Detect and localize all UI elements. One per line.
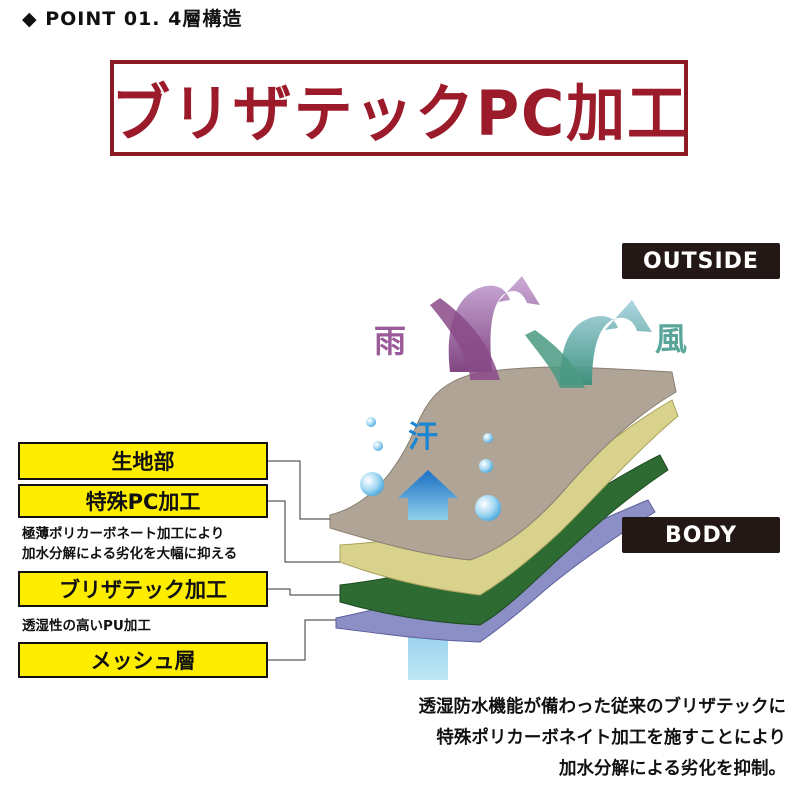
leader-line-mesh — [268, 619, 336, 661]
point-heading: ◆ POINT 01. 4層構造 — [22, 8, 243, 30]
droplet — [373, 441, 383, 451]
droplet — [475, 495, 501, 521]
rain-wave — [430, 298, 500, 380]
layer-label-mesh: メッシュ層 — [18, 642, 268, 678]
outside-tag: OUTSIDE — [622, 243, 780, 279]
droplet — [366, 417, 376, 427]
layer-label-blizatec: ブリザテック加工 — [18, 571, 268, 607]
leader-line-fabric — [268, 460, 330, 520]
droplet — [360, 472, 384, 496]
page-title: ブリザテックPC加工 — [110, 77, 688, 150]
rain-label: 雨 — [374, 322, 407, 360]
special-pc-note-line1: 極薄ポリカーボネート加工により — [22, 526, 225, 542]
droplet — [483, 433, 493, 443]
description-line2: 特殊ポリカーボネイト加工を施すことにより — [436, 728, 786, 748]
sweat-label: 汗 — [408, 420, 438, 455]
leader-line-pc — [268, 500, 340, 563]
title-box: ブリザテックPC加工 — [110, 60, 688, 156]
leader-line-blizatec — [268, 588, 340, 596]
description-line1: 透湿防水機能が備わった従来のブリザテックに — [418, 697, 787, 717]
droplet — [479, 459, 493, 473]
wind-wave — [525, 330, 585, 388]
blizatec-note: 透湿性の高いPU加工 — [22, 618, 151, 634]
sweat-arrow — [398, 470, 458, 520]
layer-label-special-pc: 特殊PC加工 — [18, 484, 268, 518]
description: 透湿防水機能が備わった従来のブリザテックに 特殊ポリカーボネイト加工を施すことに… — [419, 692, 787, 785]
description-line3: 加水分解による劣化を抑制。 — [559, 759, 786, 779]
body-tag: BODY — [622, 517, 780, 553]
special-pc-note-line2: 加水分解による劣化を大幅に抑える — [22, 546, 238, 562]
wind-arrow — [560, 300, 652, 385]
layer-label-fabric: 生地部 — [18, 442, 268, 480]
special-pc-note: 極薄ポリカーボネート加工により 加水分解による劣化を大幅に抑える — [22, 524, 237, 564]
wind-label: 風 — [655, 320, 688, 358]
